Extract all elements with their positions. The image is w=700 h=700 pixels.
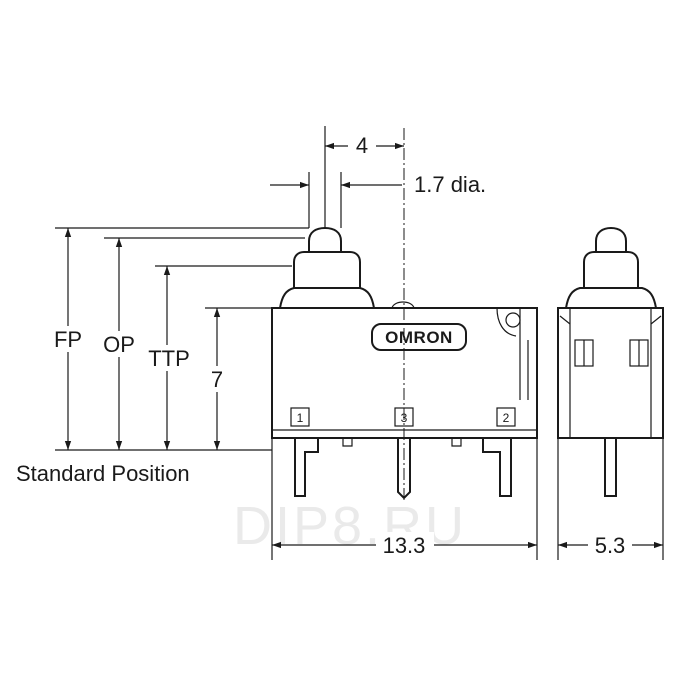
mounting-hole (505, 312, 521, 328)
plunger-collar (279, 287, 375, 309)
front-view: OMRON 1 3 2 (271, 226, 538, 500)
dim-free-position: FP (54, 327, 82, 352)
dim-total-travel-position: TTP (148, 346, 190, 371)
pin-box-2 (496, 407, 516, 427)
dim-width: 13.3 (383, 533, 426, 558)
dim-operating-position: OP (103, 332, 135, 357)
side-view (557, 226, 664, 497)
standard-position-label: Standard Position (16, 461, 190, 486)
pin-label-2: 2 (503, 411, 510, 425)
pin-label-1: 1 (297, 411, 304, 425)
side-terminal (604, 438, 617, 497)
housing-side (557, 307, 664, 439)
pin-box-1 (290, 407, 310, 427)
plunger (308, 226, 342, 252)
brand-logo-frame (371, 323, 467, 351)
dim-plunger-diameter: 1.7 dia. (414, 172, 486, 197)
dim-body-height: 7 (211, 367, 223, 392)
terminal-2 (482, 438, 512, 497)
brand-logo: OMRON (385, 328, 453, 347)
dim-plunger-offset: 4 (356, 133, 368, 158)
terminal-1 (294, 438, 319, 497)
plunger-housing (293, 251, 361, 288)
dim-depth: 5.3 (595, 533, 626, 558)
